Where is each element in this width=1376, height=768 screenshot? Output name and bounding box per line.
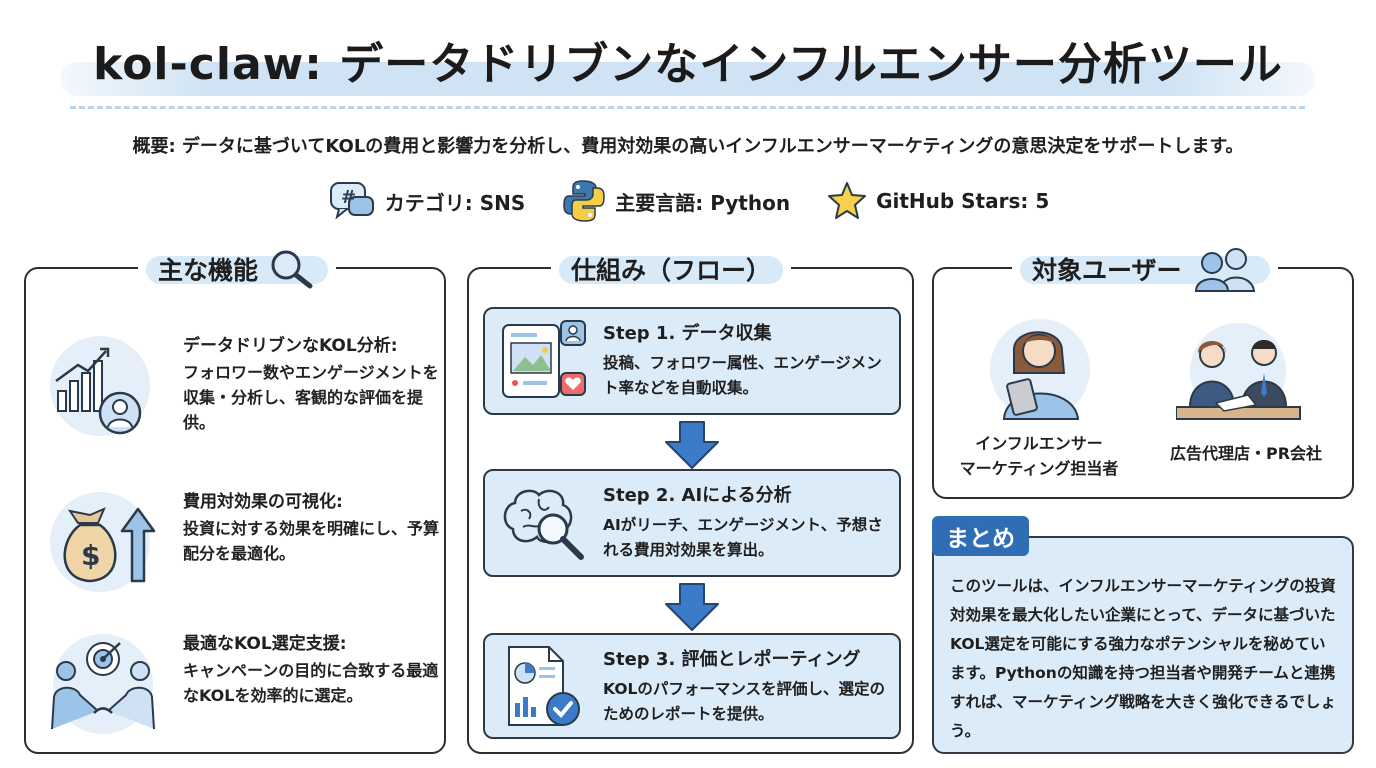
feature-title: 費用対効果の可視化: — [183, 492, 343, 512]
feature-title: データドリブンなKOL分析: — [183, 336, 398, 356]
meta-row: # カテゴリ: SNS 主要言語: Python GitHub Stars: 5 — [0, 178, 1376, 224]
meta-language: 主要言語: Python — [561, 178, 790, 224]
title-underline — [70, 106, 1305, 109]
features-heading-text: 主な機能 — [158, 256, 259, 285]
svg-text:#: # — [341, 187, 356, 208]
feature-item: 最適なKOL選定支援: キャンペーンの目的に合致する最適なKOLを効率的に選定。 — [48, 629, 443, 749]
feature-desc: 投資に対する効果を明確にし、予算配分を最適化。 — [183, 519, 440, 563]
page-title: kol-claw: データドリブンなインフルエンサー分析ツール — [93, 39, 1283, 90]
feature-item: $ 費用対効果の可視化: 投資に対する効果を明確にし、予算配分を最適化。 — [48, 487, 443, 607]
agency-meeting-icon — [1176, 323, 1301, 420]
step-desc: AIがリーチ、エンゲージメント、予想される費用対効果を算出。 — [603, 516, 883, 559]
user-label: インフルエンサー マーケティング担当者 — [944, 431, 1134, 481]
meta-stars: GitHub Stars: 5 — [826, 178, 1049, 224]
users-heading-text: 対象ユーザー — [1032, 256, 1182, 285]
user-label-line1: インフルエンサー — [975, 434, 1103, 453]
svg-text:$: $ — [81, 539, 100, 572]
overview-text: 概要: データに基づいてKOLの費用と影響力を分析し、費用対効果の高いインフルエ… — [132, 136, 1244, 157]
down-arrow-icon — [665, 583, 719, 631]
user-label-line1: 広告代理店・PR会社 — [1169, 444, 1323, 463]
python-icon — [563, 180, 606, 222]
marketer-tablet-icon — [990, 319, 1090, 420]
report-check-icon — [508, 646, 580, 726]
step-title: Step 2. AIによる分析 — [603, 485, 792, 506]
chart-person-icon — [50, 336, 150, 436]
step-desc: KOLのパフォーマンスを評価し、選定のためのレポートを提供。 — [603, 680, 886, 723]
meta-language-text: 主要言語: Python — [615, 190, 791, 215]
users-icon — [1194, 248, 1255, 292]
feature-item: データドリブンなKOL分析: フォロワー数やエンゲージメントを収集・分析し、客観… — [48, 331, 443, 451]
target-handshake-icon — [51, 634, 155, 734]
money-bag-icon: $ — [50, 492, 156, 592]
summary-text: このツールは、インフルエンサーマーケティングの投資対効果を最大化したい企業にとっ… — [950, 577, 1336, 740]
meta-category: # カテゴリ: SNS — [327, 178, 526, 224]
title-highlight — [60, 62, 1315, 96]
summary-panel: このツールは、インフルエンサーマーケティングの投資対効果を最大化したい企業にとっ… — [932, 536, 1354, 754]
summary-tag: まとめ — [932, 516, 1029, 556]
meta-category-text: カテゴリ: SNS — [384, 190, 526, 215]
social-post-icon — [502, 320, 586, 398]
brain-magnifier-icon — [503, 489, 584, 560]
flow-heading-text: 仕組み（フロー） — [571, 256, 772, 285]
feature-desc: フォロワー数やエンゲージメントを収集・分析し、客観的な評価を提供。 — [183, 363, 439, 432]
user-label-line2: マーケティング担当者 — [959, 459, 1119, 478]
users-panel: 対象ユーザー インフルエンサー マーケティング担当者 広告代理店・PR会社 — [932, 247, 1354, 499]
flow-step: Step 2. AIによる分析 AIがリーチ、エンゲージメント、予想される費用対… — [483, 469, 901, 577]
flow-step: Step 3. 評価とレポーティング KOLのパフォーマンスを評価し、選定のため… — [483, 633, 901, 739]
feature-title: 最適なKOL選定支援: — [183, 634, 347, 654]
magnifier-icon — [271, 250, 313, 289]
down-arrow-icon — [665, 421, 719, 469]
step-title: Step 1. データ収集 — [603, 323, 772, 344]
feature-desc: キャンペーンの目的に合致する最適なKOLを効率的に選定。 — [183, 661, 439, 705]
features-panel: 主な機能 データドリブンなKOL分析: フォロワー数やエンゲージメントを収集・分… — [24, 247, 446, 754]
hashtag-chat-icon: # — [329, 182, 374, 220]
features-heading: 主な機能 — [138, 247, 337, 291]
flow-step: Step 1. データ収集 投稿、フォロワー属性、エンゲージメント率などを自動収… — [483, 307, 901, 415]
user-label: 広告代理店・PR会社 — [1156, 441, 1336, 466]
star-icon — [828, 182, 867, 219]
meta-stars-text: GitHub Stars: 5 — [876, 189, 1050, 213]
flow-panel: 仕組み（フロー） Step 1. データ収集 投稿、フォロワー属性、エンゲージメ… — [467, 247, 914, 754]
step-desc: 投稿、フォロワー属性、エンゲージメント率などを自動収集。 — [603, 354, 882, 397]
step-title: Step 3. 評価とレポーティング — [603, 649, 861, 670]
users-heading: 対象ユーザー — [1012, 247, 1278, 292]
flow-heading: 仕組み（フロー） — [551, 247, 792, 291]
